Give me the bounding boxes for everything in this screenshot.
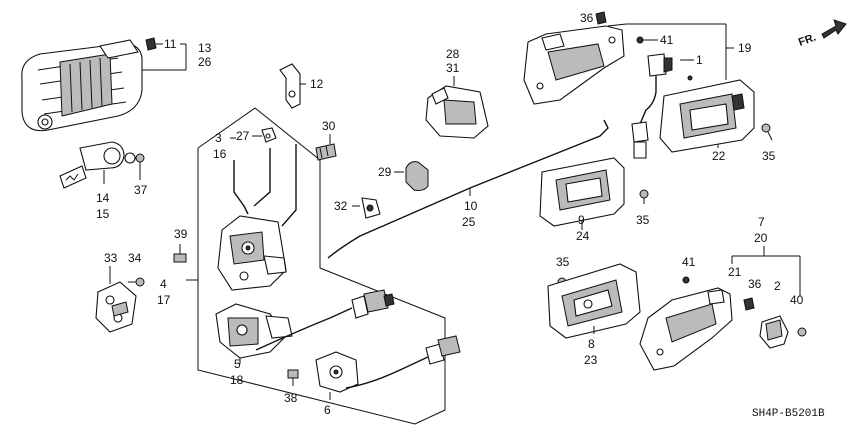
label-36b: 36 (748, 277, 762, 291)
label-15: 15 (96, 207, 110, 221)
assembly-frame (197, 107, 446, 425)
label-41a: 41 (660, 33, 674, 47)
clip-32 (361, 197, 381, 219)
latch-assembly-upper (217, 215, 287, 291)
label-35b: 35 (636, 213, 650, 227)
clip-11 (145, 37, 157, 51)
clip-27 (261, 127, 277, 143)
pad-30 (315, 143, 337, 161)
screw-39 (173, 244, 187, 263)
label-10: 10 (464, 199, 478, 213)
clip-36b (743, 297, 755, 311)
label-9: 9 (578, 213, 585, 227)
striker (95, 281, 137, 333)
label-20: 20 (754, 231, 768, 245)
label-40: 40 (790, 293, 804, 307)
power-lock-switch (647, 53, 693, 81)
label-37: 37 (134, 183, 148, 197)
label-21: 21 (728, 265, 742, 279)
inner-handle-bracket (425, 85, 489, 139)
label-27: 27 (236, 129, 250, 143)
door-switch (315, 351, 359, 393)
label-24: 24 (576, 229, 590, 243)
rod-12 (279, 63, 301, 109)
screw-34 (128, 277, 145, 287)
label-28: 28 (446, 47, 460, 61)
label-17: 17 (157, 293, 171, 307)
lock-switch-2 (759, 315, 789, 349)
label-14: 14 (96, 191, 110, 205)
label-22: 22 (712, 149, 726, 163)
label-4: 4 (160, 277, 167, 291)
handle-escutcheon-22 (659, 79, 755, 153)
label-39: 39 (174, 227, 188, 241)
connector-b (425, 335, 461, 365)
switch-wire (639, 76, 657, 125)
label-6: 6 (324, 403, 331, 417)
inside-handle-8 (547, 263, 641, 339)
label-2: 2 (774, 279, 781, 293)
screw-35b (639, 189, 649, 204)
label-34: 34 (128, 251, 142, 265)
pad-29 (405, 161, 429, 191)
screw-37 (135, 153, 145, 180)
door-lock-actuator (215, 303, 293, 359)
front-direction-arrow: FR. (797, 19, 847, 49)
screw-40 (797, 327, 807, 337)
label-7: 7 (758, 215, 765, 229)
label-18: 18 (230, 373, 244, 387)
rod-c (281, 144, 297, 227)
clip-36a (595, 11, 607, 25)
outer-door-handle (21, 39, 143, 132)
screw-38 (287, 369, 299, 386)
label-25: 25 (462, 215, 476, 229)
screw-41b (682, 276, 690, 284)
inside-handle-frame (523, 25, 625, 105)
harness-wire-a (255, 307, 353, 351)
label-26: 26 (198, 55, 212, 69)
label-35c: 35 (556, 255, 570, 269)
label-12: 12 (310, 77, 324, 91)
label-36a: 36 (580, 11, 594, 25)
label-19: 19 (738, 41, 752, 55)
rod-10 (327, 119, 609, 259)
label-16: 16 (213, 147, 227, 161)
handle-escutcheon-9 (539, 157, 625, 227)
label-1: 1 (696, 53, 703, 67)
key-cylinder (59, 141, 136, 189)
screw-35a (761, 123, 773, 141)
inside-handle-frame-lower (639, 287, 733, 371)
label-35a: 35 (762, 149, 776, 163)
label-33: 33 (104, 251, 118, 265)
label-41b: 41 (682, 255, 696, 269)
switch-connector (631, 121, 649, 159)
label-11: 11 (164, 37, 177, 51)
rod-b (253, 148, 271, 207)
label-5: 5 (234, 357, 241, 371)
screw-41a (636, 36, 644, 44)
rod-a (233, 160, 249, 215)
label-38: 38 (284, 391, 298, 405)
label-29: 29 (378, 165, 392, 179)
label-13: 13 (198, 41, 212, 55)
diagram-code: SH4P-B5201B (752, 408, 825, 420)
harness-wire-b (345, 355, 431, 389)
connector-a (351, 289, 395, 319)
label-23: 23 (584, 353, 598, 367)
label-31: 31 (446, 61, 460, 75)
label-8: 8 (588, 337, 595, 351)
label-30: 30 (322, 119, 336, 133)
label-3: 3 (215, 131, 222, 145)
front-label: FR. (797, 31, 818, 48)
label-32: 32 (334, 199, 348, 213)
